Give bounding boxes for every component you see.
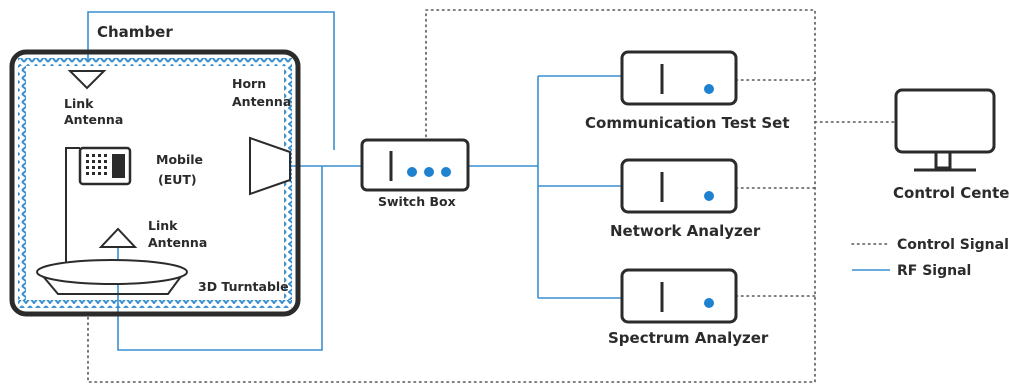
triangle-antenna-icon — [67, 70, 107, 90]
link-antenna-top: Link Antenna — [64, 70, 123, 127]
chamber: Chamber — [9, 23, 301, 317]
switch-box: Switch Box — [360, 138, 470, 209]
mobile-label-1: Mobile — [156, 152, 203, 167]
legend: Control Signal RF Signal — [851, 237, 1009, 279]
switch-box-label: Switch Box — [378, 194, 456, 209]
mobile-eut: Mobile (EUT) — [65, 146, 203, 262]
monitor-neck — [934, 150, 952, 170]
triangle-antenna-icon — [98, 227, 138, 248]
turntable-base — [41, 274, 183, 295]
mount-pole — [65, 147, 80, 262]
instrument-icon — [620, 268, 738, 324]
link-antenna-bottom: Link Antenna — [98, 218, 207, 250]
turntable-icon — [36, 259, 188, 285]
absorber-top — [18, 58, 292, 66]
spectrum-analyzer-label: Spectrum Analyzer — [608, 329, 769, 347]
switch-led-3 — [441, 167, 451, 177]
switch-led-1 — [407, 167, 417, 177]
switch-led-2 — [424, 167, 434, 177]
link-antenna-top-label-1: Link — [64, 96, 94, 111]
instrument-icon — [620, 50, 738, 106]
turntable: 3D Turntable — [36, 259, 289, 295]
instrument-icon — [620, 158, 738, 214]
chamber-wall — [9, 49, 301, 317]
instrument-led — [704, 84, 714, 94]
legend-control-label: Control Signal — [897, 237, 1009, 253]
communication-test-set-label: Communication Test Set — [585, 114, 790, 132]
link-antenna-bottom-label-2: Antenna — [148, 235, 207, 250]
link-antenna-top-label-2: Antenna — [64, 112, 123, 127]
turntable-label: 3D Turntable — [198, 279, 289, 294]
network-analyzer-label: Network Analyzer — [610, 222, 761, 240]
control-center: Control Center — [893, 88, 1009, 202]
control-line-loop — [87, 9, 816, 383]
spectrum-analyzer: Spectrum Analyzer — [608, 268, 769, 347]
switch-box-icon — [360, 138, 470, 192]
rf-line-link-bottom — [117, 166, 323, 351]
instrument-led — [704, 298, 714, 308]
absorber-right — [284, 66, 292, 300]
absorber-left — [18, 66, 26, 300]
horn-antenna-label-1: Horn — [232, 76, 266, 91]
horn-antenna: Horn Antenna — [232, 76, 291, 196]
monitor-icon — [894, 88, 996, 154]
absorber-bottom — [18, 300, 292, 308]
control-center-label: Control Center — [893, 184, 1009, 202]
rf-signal-lines — [87, 11, 622, 351]
communication-test-set: Communication Test Set — [585, 50, 790, 132]
phone-keypad — [86, 154, 125, 178]
rf-line-link-top — [87, 11, 335, 150]
horn-antenna-label-2: Antenna — [232, 94, 291, 109]
horn-antenna-icon — [249, 136, 291, 196]
chamber-label: Chamber — [97, 23, 173, 41]
mobile-label-2: (EUT) — [158, 172, 197, 187]
link-antenna-bottom-label-1: Link — [148, 218, 178, 233]
legend-rf-label: RF Signal — [897, 263, 971, 279]
instrument-led — [704, 191, 714, 201]
control-signal-lines — [87, 9, 897, 383]
network-analyzer: Network Analyzer — [610, 158, 761, 240]
